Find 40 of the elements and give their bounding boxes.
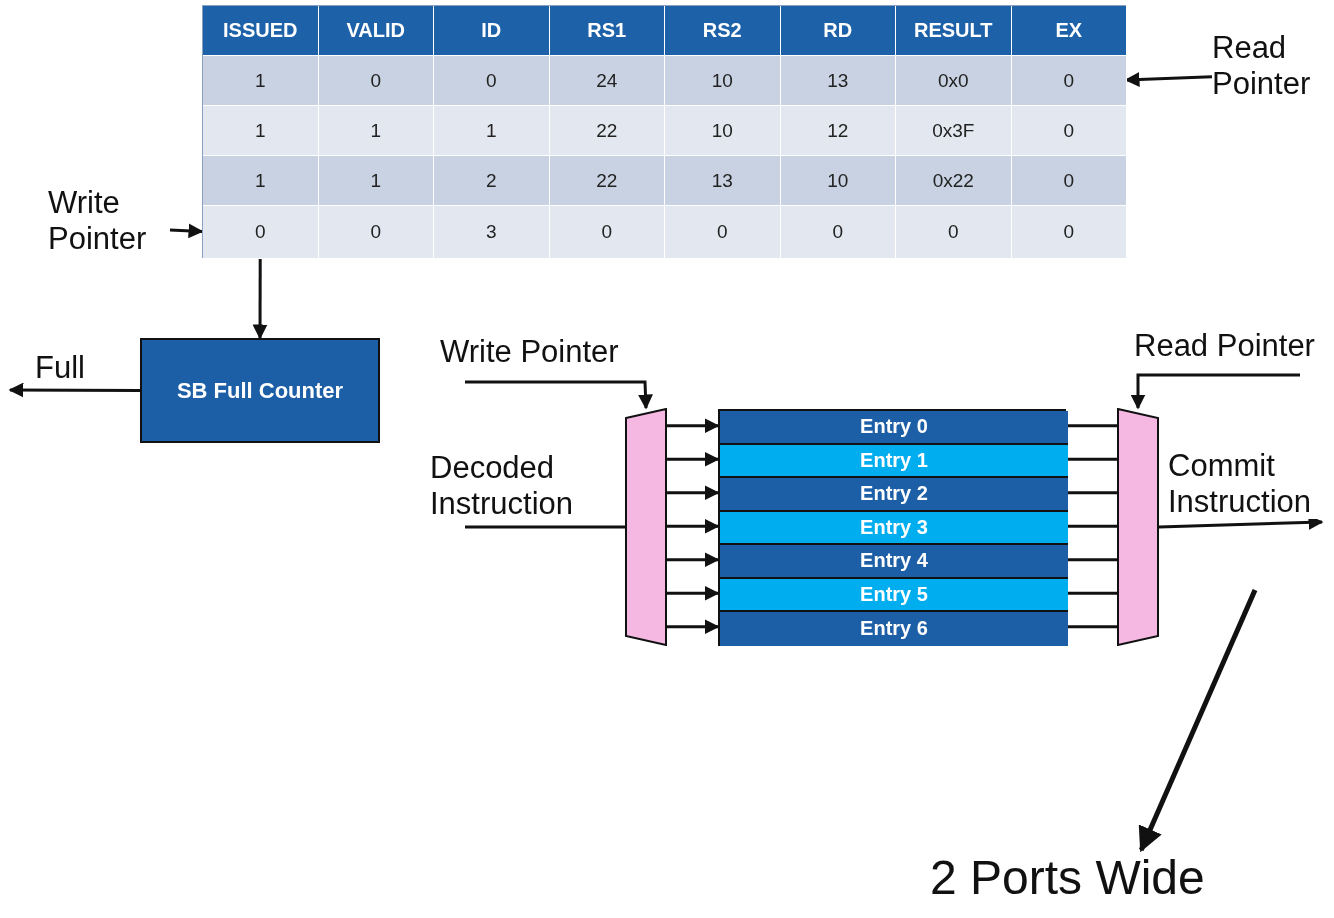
entry-row: Entry 0 — [720, 411, 1068, 445]
table-row — [203, 56, 1127, 106]
connector-arrow — [667, 552, 720, 568]
connector-arrow — [667, 585, 720, 601]
table-cell: 0 — [1011, 206, 1127, 259]
connector-arrow — [667, 619, 720, 635]
table-cell: 0 — [318, 206, 434, 259]
table-row — [203, 206, 1127, 259]
entry-row: Entry 4 — [720, 545, 1068, 579]
connector-arrow — [1138, 589, 1258, 853]
table-row — [203, 156, 1127, 206]
connector-arrow — [1124, 72, 1213, 87]
table-cell: 0 — [896, 206, 1012, 259]
text-label: 2 Ports Wide — [930, 850, 1260, 916]
connector-arrow — [667, 418, 720, 434]
connector-arrow — [8, 382, 140, 398]
text-label: Write Pointer — [48, 185, 170, 275]
connector-arrow — [667, 485, 720, 501]
entry-row: Entry 2 — [720, 478, 1068, 512]
connector-arrow — [667, 518, 720, 534]
table — [202, 5, 1126, 258]
header-row — [203, 6, 1127, 56]
connector-arrow — [1130, 373, 1300, 410]
entry-row: Entry 5 — [720, 578, 1068, 612]
table-cell: 3 — [434, 206, 550, 259]
connector-arrow — [667, 451, 720, 467]
connector-arrow — [252, 258, 268, 340]
counter-box: SB Full Counter — [140, 338, 380, 443]
entry-row: Entry 3 — [720, 511, 1068, 545]
table-cell: 0 — [549, 206, 665, 259]
entry-row: Entry 6 — [720, 612, 1068, 646]
register-file — [718, 409, 1066, 646]
table-cell: 0 — [665, 206, 781, 259]
table-cell: 0 — [780, 206, 896, 259]
connector-arrow — [465, 380, 653, 410]
entry-row: Entry 1 — [720, 444, 1068, 478]
table-row — [203, 106, 1127, 156]
connector-arrow — [169, 223, 204, 239]
table-cell: 0 — [203, 206, 319, 259]
text-label: Read Pointer — [1212, 30, 1334, 120]
